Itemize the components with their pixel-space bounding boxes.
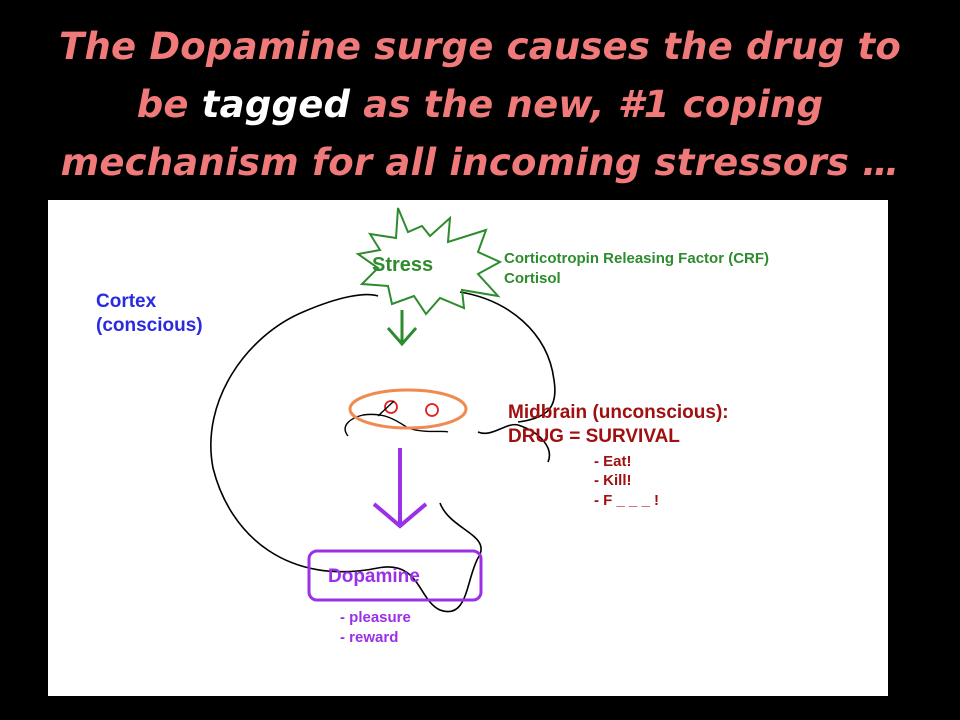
- stress-arrow: [386, 310, 418, 347]
- midbrain-dot-left: [384, 400, 398, 414]
- midbrain-item-f: - F _ _ _ !: [594, 492, 659, 509]
- brain-outline: [210, 293, 482, 613]
- stress-starburst: [355, 207, 503, 316]
- cortex-label: Cortex: [96, 291, 157, 312]
- dopamine-box: [307, 549, 483, 602]
- brainstem-outline: [477, 423, 551, 463]
- dopamine-item-reward: - reward: [340, 629, 398, 646]
- title-line-1: The Dopamine surge causes the drug to: [59, 25, 901, 68]
- midbrain-item-eat: - Eat!: [594, 453, 632, 470]
- stress-label: Stress: [372, 254, 433, 276]
- title-line-2-end: as the new, #1 coping: [350, 83, 824, 126]
- cortex-sublabel: (conscious): [96, 315, 203, 336]
- crf-label: Corticotropin Releasing Factor (CRF): [504, 250, 769, 267]
- brain-diagram: Stress Corticotropin Releasing Factor (C…: [96, 207, 769, 646]
- slide-title: The Dopamine surge causes the drug to be…: [30, 18, 930, 192]
- inner-fold: [344, 413, 449, 437]
- title-line-3: mechanism for all incoming stressors …: [60, 141, 900, 184]
- dopamine-item-pleasure: - pleasure: [340, 609, 411, 626]
- title-line-2-start: be: [136, 83, 202, 126]
- title-highlight-word: tagged: [201, 83, 351, 126]
- drug-survival-label: DRUG = SURVIVAL: [508, 426, 680, 447]
- midbrain-oval: [348, 388, 468, 430]
- dopamine-arrow: [372, 448, 428, 529]
- brain-outline-top: [459, 291, 556, 423]
- dopamine-label: Dopamine: [328, 566, 420, 587]
- title-line-2: be tagged as the new, #1 coping: [30, 76, 930, 134]
- diagram-panel: Stress Corticotropin Releasing Factor (C…: [48, 200, 888, 696]
- cortisol-label: Cortisol: [504, 270, 561, 287]
- midbrain-item-kill: - Kill!: [594, 472, 632, 489]
- midbrain-label: Midbrain (unconscious):: [508, 402, 729, 423]
- midbrain-dot-right: [425, 403, 439, 417]
- midbrain-pointer: [377, 400, 395, 417]
